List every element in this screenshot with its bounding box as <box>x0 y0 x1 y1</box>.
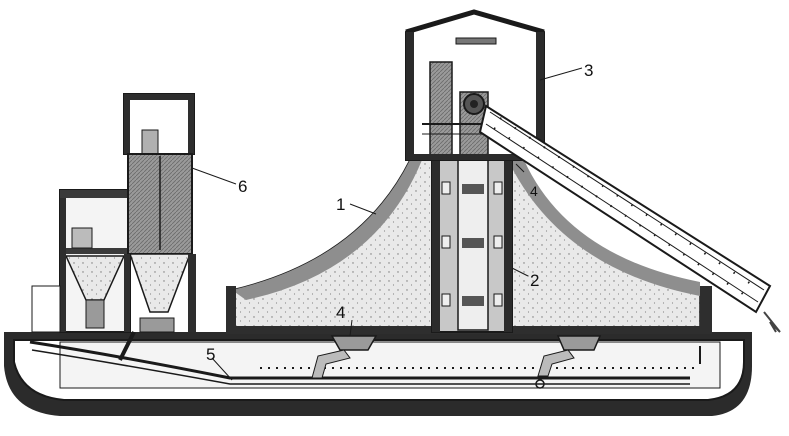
callout-4-upper: 4 <box>530 183 538 199</box>
callout-1: 1 <box>336 195 345 214</box>
callout-4-lower: 4 <box>336 303 345 322</box>
callout-leaders <box>191 67 583 381</box>
callout-6: 6 <box>238 177 247 196</box>
silo-dome <box>226 159 712 334</box>
left-hopper-tower <box>118 93 196 361</box>
central-shaft <box>431 155 513 333</box>
lower-outlet-right <box>537 335 602 377</box>
bottom-conveyor <box>29 340 701 389</box>
lower-outlet <box>311 335 378 379</box>
left-small-hopper <box>31 189 131 333</box>
callout-3: 3 <box>584 61 593 80</box>
callout-5: 5 <box>206 345 215 364</box>
inclined-conveyor <box>478 104 781 333</box>
foundation-hull <box>4 332 752 416</box>
callout-2: 2 <box>530 271 539 290</box>
